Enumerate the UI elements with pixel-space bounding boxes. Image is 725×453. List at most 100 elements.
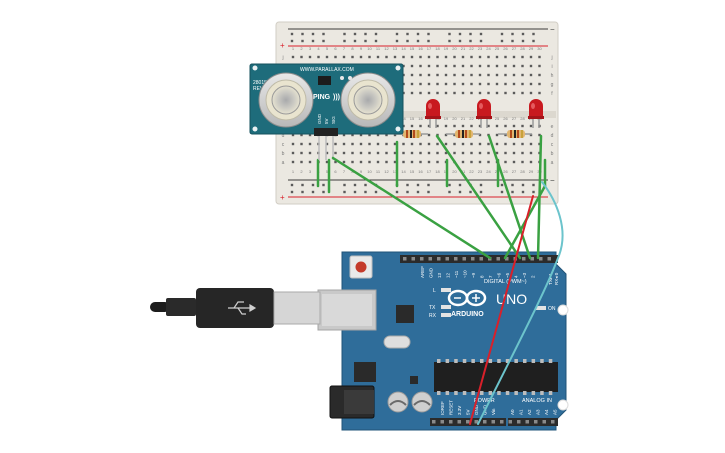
- digital-pin-hole[interactable]: [479, 257, 484, 261]
- digital-pin-hole[interactable]: [411, 257, 416, 261]
- bottom-pin-hole[interactable]: [432, 420, 436, 424]
- breadboard-hole: [334, 142, 337, 146]
- digital-pin-hole[interactable]: [462, 257, 467, 261]
- bottom-pin-hole[interactable]: [466, 420, 470, 424]
- rail-hole: [290, 39, 294, 43]
- wires: [331, 134, 564, 425]
- wire-sig-to-pin7[interactable]: [331, 156, 492, 260]
- chip-pin: [480, 391, 484, 395]
- bottom-pin-hole[interactable]: [440, 420, 445, 424]
- breadboard-hole: [495, 64, 499, 68]
- rail-hole: [511, 39, 514, 43]
- breadboard-hole: [334, 160, 337, 164]
- rail-hole: [343, 183, 346, 187]
- wire-led1-to-pin4[interactable]: [435, 134, 522, 260]
- red-led-1[interactable]: [425, 99, 441, 128]
- resistor-2[interactable]: [446, 130, 480, 138]
- breadboard-hole: [334, 55, 337, 59]
- row-letter: g: [551, 82, 554, 88]
- resistor-3[interactable]: [498, 130, 532, 138]
- digital-pin-hole[interactable]: [539, 257, 543, 261]
- breadboard-hole: [461, 55, 465, 59]
- wire-led2-to-pin3[interactable]: [487, 134, 532, 260]
- digital-pin-hole[interactable]: [445, 257, 450, 261]
- rail-hole: [311, 183, 315, 187]
- breadboard-hole: [368, 160, 371, 164]
- arduino-model-label: UNO: [496, 291, 527, 307]
- digital-pin-hole[interactable]: [530, 257, 535, 261]
- breadboard-hole: [300, 55, 303, 59]
- digital-pin-hole[interactable]: [403, 257, 407, 261]
- digital-pin-hole[interactable]: [547, 257, 552, 261]
- bottom-pin-hole[interactable]: [474, 420, 479, 424]
- breadboard-hole: [444, 124, 448, 128]
- rail-hole: [353, 183, 357, 187]
- digital-pin-hole[interactable]: [505, 257, 509, 261]
- breadboard-hole: [504, 73, 507, 77]
- wire-gnd-cyan[interactable]: [477, 181, 564, 425]
- rail-hole: [500, 190, 504, 194]
- breadboard-hole: [427, 133, 431, 137]
- digital-pin-label: AREF: [420, 266, 425, 278]
- row-letter: j: [281, 55, 283, 61]
- digital-pin-hole[interactable]: [437, 257, 441, 261]
- bottom-pin-hole[interactable]: [449, 420, 453, 424]
- bottom-pin-hole[interactable]: [457, 420, 462, 424]
- rail-hole: [311, 32, 315, 36]
- rail-hole: [500, 39, 504, 43]
- bottom-pin-hole[interactable]: [508, 420, 513, 424]
- chip-pin: [514, 359, 518, 363]
- bottom-pin-hole[interactable]: [542, 420, 547, 424]
- bottom-pin-hole[interactable]: [500, 420, 504, 424]
- crystal: [383, 335, 411, 349]
- rail-hole: [374, 39, 378, 43]
- power-pin-label: IOREF: [440, 401, 445, 415]
- breadboard-hole: [419, 73, 422, 77]
- analog-pin-label: A3: [536, 409, 541, 415]
- row-letter: b: [551, 151, 554, 157]
- wire-5v-red[interactable]: [469, 195, 534, 425]
- bottom-pin-hole[interactable]: [525, 420, 530, 424]
- breadboard-hole: [300, 133, 303, 137]
- breadboard-hole: [419, 55, 422, 59]
- bottom-pin-hole[interactable]: [517, 420, 521, 424]
- sensor-indicator-led: [340, 76, 344, 80]
- breadboard-hole: [385, 55, 388, 59]
- digital-pin-hole[interactable]: [471, 257, 475, 261]
- bottom-pin-hole[interactable]: [491, 420, 496, 424]
- reset-button-cap[interactable]: [355, 261, 367, 273]
- usb-symbol-icon: [228, 301, 257, 315]
- breadboard-hole: [521, 64, 524, 68]
- atmega-chip-pins: [437, 359, 553, 395]
- breadboard-hole: [342, 160, 346, 164]
- rail-plus-label: +: [280, 41, 285, 50]
- breadboard-hole: [291, 133, 295, 137]
- ping-ultrasonic-sensor[interactable]: WWW.PARALLAX.COM 28015 REV C PING ))) GN…: [249, 63, 404, 160]
- bottom-pin-hole[interactable]: [483, 420, 487, 424]
- usb-cable[interactable]: [150, 288, 321, 328]
- rail-hole: [343, 39, 346, 43]
- column-number: 26: [503, 46, 508, 51]
- digital-pin-hole[interactable]: [428, 257, 433, 261]
- digital-pin-hole[interactable]: [420, 257, 424, 261]
- bottom-pin-hole[interactable]: [534, 420, 538, 424]
- arduino-brand-label: ARDUINO: [451, 311, 484, 318]
- resistors: [394, 130, 532, 138]
- breadboard-hole: [300, 151, 303, 155]
- digital-pin-hole[interactable]: [496, 257, 501, 261]
- rail-hole: [532, 183, 535, 187]
- breadboard-hole: [436, 91, 439, 95]
- breadboard-hole: [487, 124, 490, 128]
- breadboard-hole: [419, 142, 422, 146]
- column-number: 6: [334, 169, 337, 174]
- digital-pin-hole[interactable]: [522, 257, 526, 261]
- red-led-3[interactable]: [528, 99, 544, 128]
- digital-pin-hole[interactable]: [454, 257, 458, 261]
- breadboard-hole: [504, 160, 507, 164]
- breadboard-hole: [512, 160, 516, 164]
- red-led-2[interactable]: [476, 99, 492, 128]
- bottom-pin-hole[interactable]: [551, 420, 555, 424]
- column-number: 16: [418, 116, 423, 121]
